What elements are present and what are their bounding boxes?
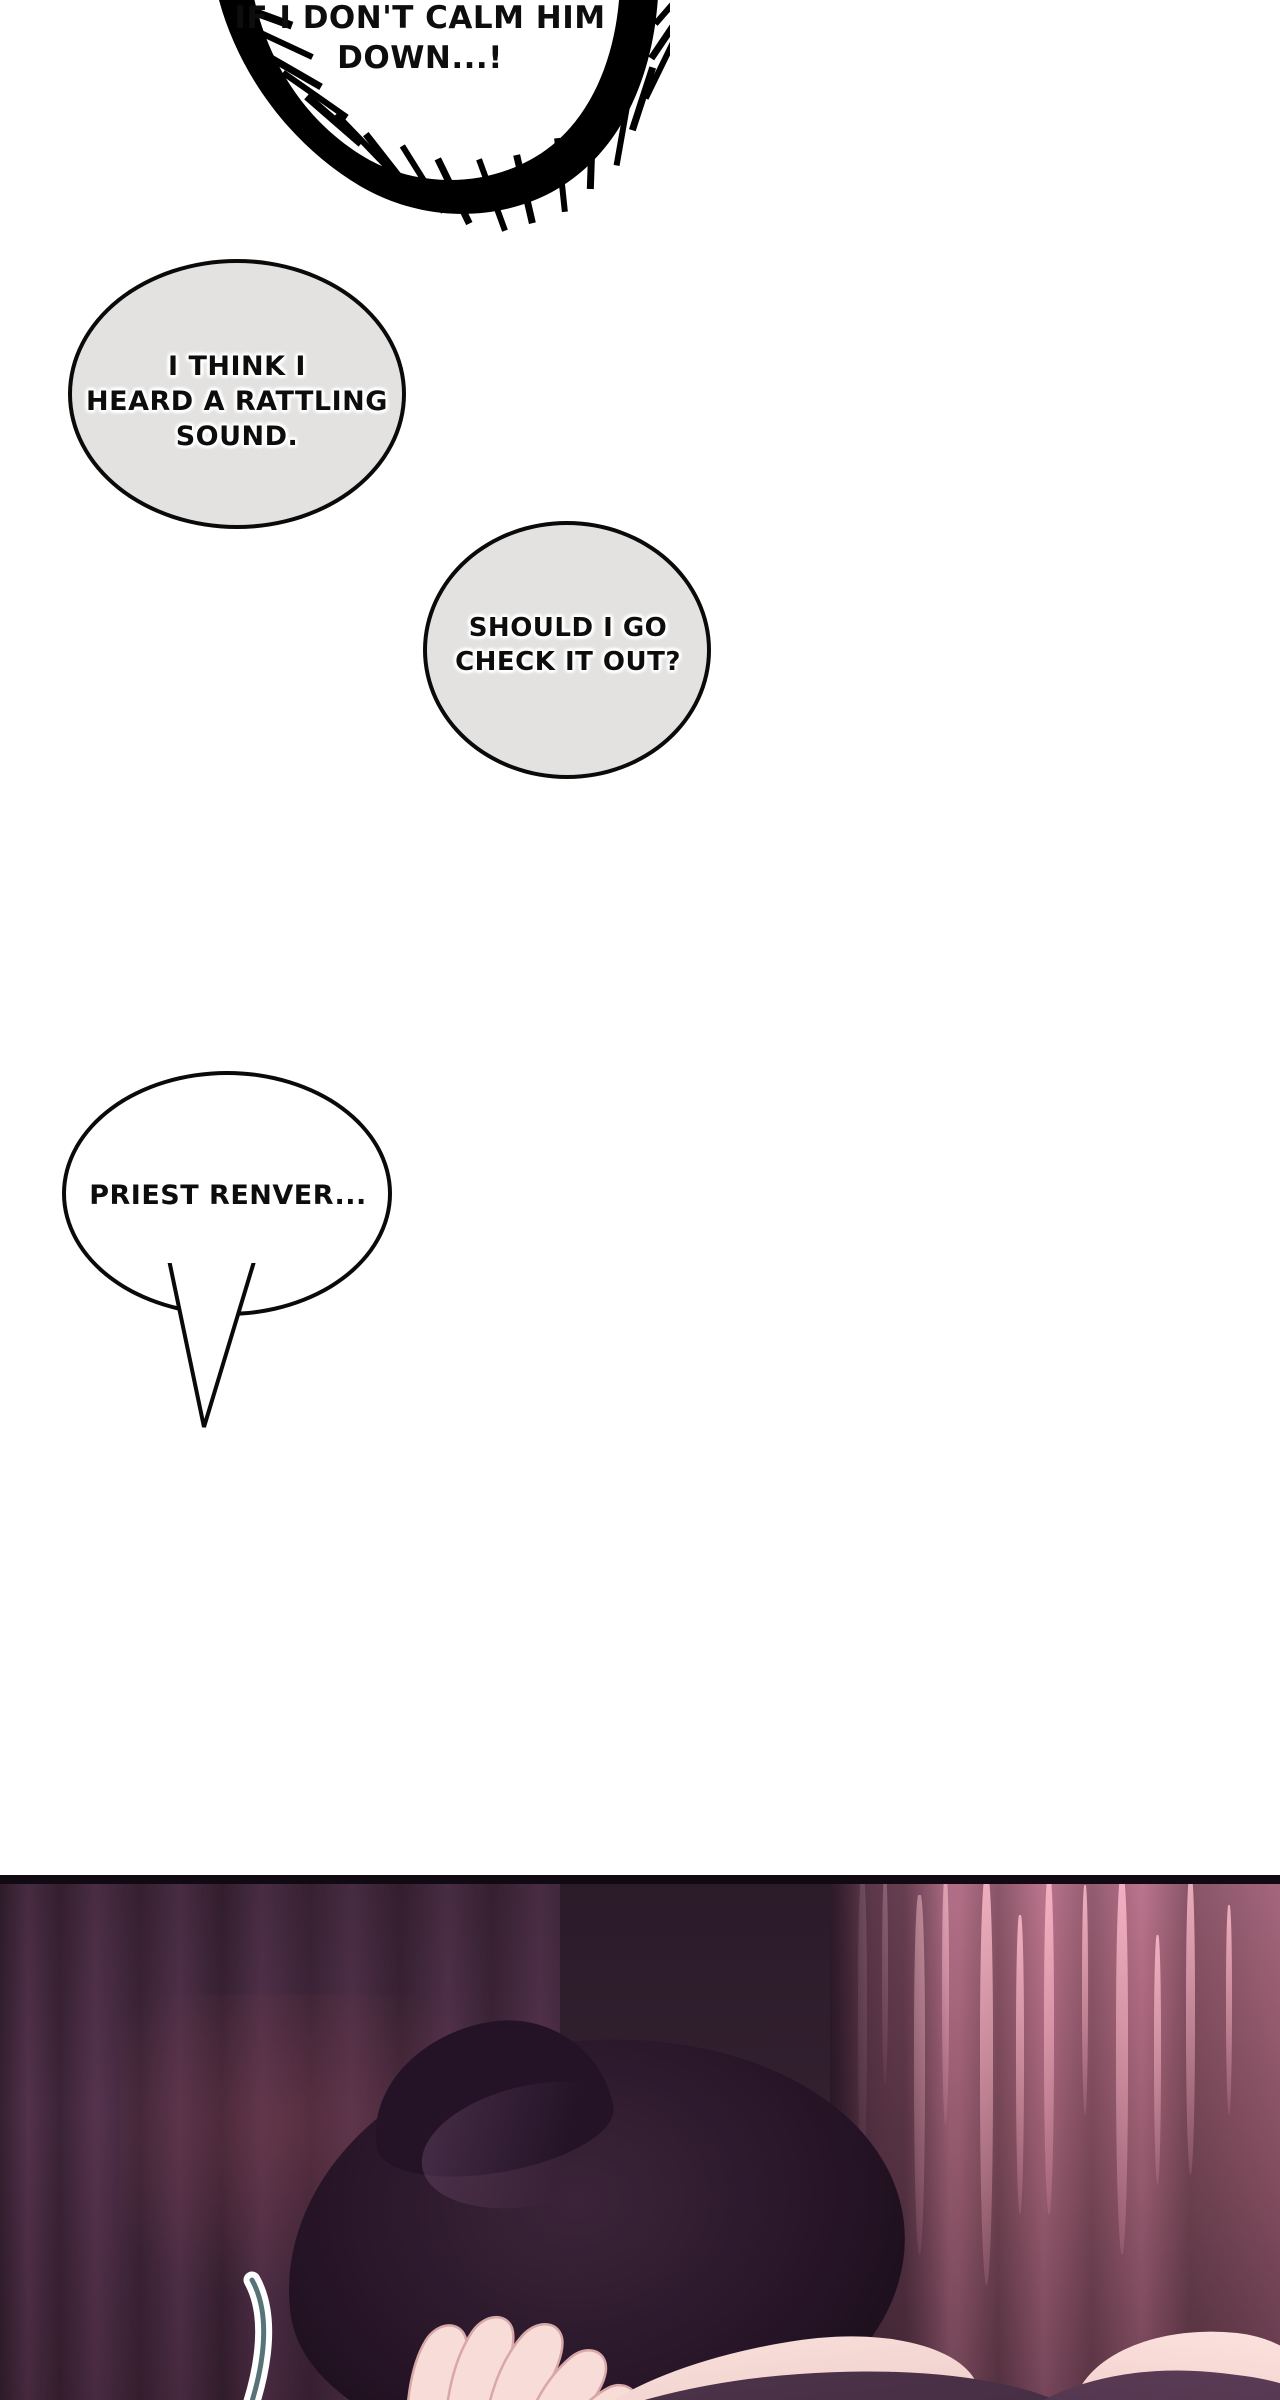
speech-bubble-renver-tail [160,1255,270,1430]
thought-bubble-check [423,521,711,779]
shout-bubble-spikes [219,0,670,232]
shout-speech-bubble [170,0,670,260]
panel-top-border [0,1875,1280,1884]
motion-swoosh-line [180,2270,290,2400]
thought-bubble-rattling [68,259,406,529]
character-hand [400,2270,660,2400]
illustration-panel [0,1875,1280,2400]
